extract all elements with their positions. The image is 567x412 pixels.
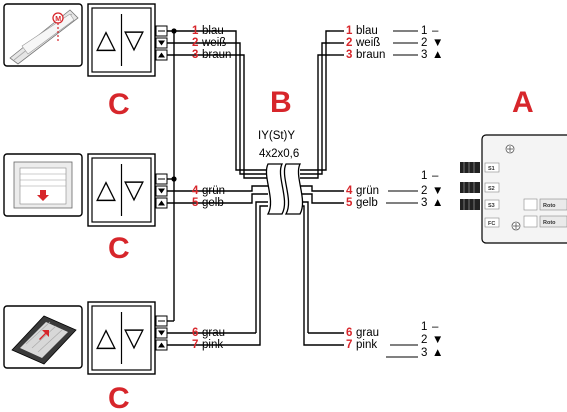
dash-mark: – xyxy=(432,25,439,37)
wire-7-number: 7 xyxy=(192,339,198,351)
dash-mark: – xyxy=(432,321,439,333)
terminal-marks-bottom: 1 – 2 ▼ 3 ▲ xyxy=(421,321,443,359)
terminal-marks-top: 1 – 2 ▼ 3 ▲ xyxy=(421,25,443,61)
right-wire-labels: 1 blau 2 weiß 3 braun 4 grün 5 gelb 6 gr… xyxy=(346,25,385,351)
terminal-block-s2 xyxy=(460,182,480,193)
up-arrow-icon: ▲ xyxy=(432,49,443,61)
down-arrow-icon: ▼ xyxy=(432,185,443,197)
wire-3-number-right: 3 xyxy=(346,49,352,61)
s3-label: S3 xyxy=(488,203,495,209)
terminal-1-label: 1 xyxy=(421,25,427,37)
wire-7-number-right: 7 xyxy=(346,339,352,351)
wire-3-color: braun xyxy=(202,49,231,61)
cable-type: IY(St)Y xyxy=(258,130,295,142)
wire-6-number-right: 6 xyxy=(346,327,352,339)
wire-3-number: 3 xyxy=(192,49,198,61)
wire-4-color: grün xyxy=(202,185,225,197)
terminal-2-label: 2 xyxy=(421,185,427,197)
wire-2-color-right: weiß xyxy=(355,37,380,49)
wire-1-color: blau xyxy=(202,25,224,37)
wire-6-color-right: grau xyxy=(356,327,379,339)
wire-1-color-right: blau xyxy=(356,25,378,37)
wire-2-number-right: 2 xyxy=(346,37,352,49)
roller-shutter-icon xyxy=(3,153,83,217)
wire-6-color: grau xyxy=(202,327,225,339)
wire-1-number: 1 xyxy=(192,25,199,37)
svg-text:M: M xyxy=(55,16,61,23)
terminal-1-label: 1 xyxy=(421,321,427,333)
terminal-block-s3 xyxy=(460,199,480,210)
switch-top: △ ▽ xyxy=(87,3,168,77)
fc-label: FC xyxy=(488,221,495,227)
up-symbol: △ xyxy=(96,25,116,55)
terminal-3-label: 3 xyxy=(421,347,427,359)
roto-label-1: Roto xyxy=(543,203,556,209)
up-arrow-icon: ▲ xyxy=(432,347,443,359)
down-symbol: ▽ xyxy=(124,323,144,353)
label-c-top: C xyxy=(108,88,130,121)
terminal-block-s1 xyxy=(460,162,480,173)
up-arrow-icon: ▲ xyxy=(432,197,443,209)
terminal-2-label: 2 xyxy=(421,37,427,49)
wire-6-number: 6 xyxy=(192,327,198,339)
left-wiring xyxy=(167,28,256,346)
wire-2-number: 2 xyxy=(192,37,198,49)
terminal-3-label: 3 xyxy=(421,197,427,209)
roto-label-2: Roto xyxy=(543,220,556,226)
wire-3-color-right: braun xyxy=(356,49,385,61)
left-wire-labels: 1 blau 2 weiß 3 braun 4 grün 5 gelb 6 gr… xyxy=(192,25,231,351)
label-c-bottom: C xyxy=(108,382,130,412)
wire-5-color-right: gelb xyxy=(356,197,378,209)
terminal-2-label: 2 xyxy=(421,334,427,346)
label-b: B xyxy=(270,86,292,119)
right-wiring xyxy=(308,30,418,358)
down-symbol: ▽ xyxy=(124,25,144,55)
s2-label: S2 xyxy=(488,186,495,192)
label-c-middle: C xyxy=(108,232,130,265)
wire-4-number-right: 4 xyxy=(346,185,353,197)
terminal-marks-middle: 1 – 2 ▼ 3 ▲ xyxy=(421,170,443,209)
dash-mark: – xyxy=(432,170,439,182)
down-arrow-icon: ▼ xyxy=(432,37,443,49)
switch-bottom: △ ▽ xyxy=(87,301,168,375)
cable-spec: 4x2x0,6 xyxy=(259,148,299,160)
down-arrow-icon: ▼ xyxy=(432,334,443,346)
wire-5-number-right: 5 xyxy=(346,197,353,209)
blind-icon xyxy=(3,305,83,369)
wire-7-color: pink xyxy=(202,339,223,351)
cable-bundle xyxy=(232,30,330,346)
wire-5-number: 5 xyxy=(192,197,199,209)
down-symbol: ▽ xyxy=(124,175,144,205)
terminal-1-label: 1 xyxy=(421,170,427,182)
wire-7-color-right: pink xyxy=(356,339,377,351)
s1-label: S1 xyxy=(488,166,495,172)
controller-unit: S1 S2 S3 FC Roto Roto xyxy=(460,134,567,244)
wire-5-color: gelb xyxy=(202,197,224,209)
label-a: A xyxy=(512,86,534,119)
wire-2-color: weiß xyxy=(201,37,226,49)
switch-middle: △ ▽ xyxy=(87,153,168,227)
wire-4-number: 4 xyxy=(192,185,199,197)
up-symbol: △ xyxy=(96,323,116,353)
wire-4-color-right: grün xyxy=(356,185,379,197)
wire-1-number-right: 1 xyxy=(346,25,353,37)
up-symbol: △ xyxy=(96,175,116,205)
terminal-3-label: 3 xyxy=(421,49,427,61)
roof-window-icon: M xyxy=(3,3,83,67)
